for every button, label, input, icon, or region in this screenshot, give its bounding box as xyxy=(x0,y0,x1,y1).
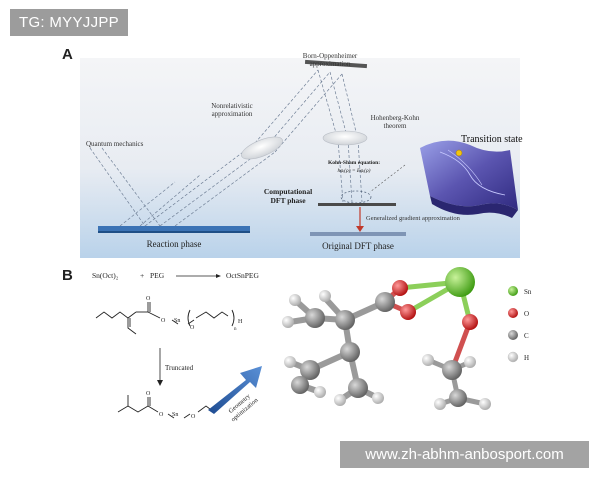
geometry-optimization-arrow xyxy=(208,366,262,414)
label-transition-state: Transition state xyxy=(461,134,523,145)
label-computational: Computational xyxy=(264,187,312,196)
label-kohn-sham: Kohn-Sham equation: xyxy=(328,160,380,166)
struct-b-o: O xyxy=(191,414,196,420)
lens-nonrelativistic xyxy=(241,136,283,160)
atom-legend: Sn O C H xyxy=(507,286,532,363)
computational-dft-plate xyxy=(318,203,396,206)
label-hohenberg-kohn-2: theorem xyxy=(384,122,407,130)
legend-swatch-h xyxy=(507,351,519,363)
struct-h: H xyxy=(238,319,243,325)
label-truncated: Truncated xyxy=(165,364,194,372)
transition-state-surface xyxy=(420,140,518,218)
label-gga: Generalized gradient approximation xyxy=(366,215,461,222)
atom-c xyxy=(291,376,309,394)
panel-b-letter: B xyxy=(62,267,73,284)
truncated-arrow-head xyxy=(157,380,163,386)
label-kohn-sham-eq: hφᵢ(ρ) = Eφᵢ(ρ) xyxy=(337,167,370,174)
molecule-atoms xyxy=(282,267,491,410)
mirror-born-oppenheimer xyxy=(304,59,368,69)
reaction-phase-plate xyxy=(98,226,250,232)
atom-h xyxy=(464,356,476,368)
atom-h xyxy=(434,398,446,410)
atom-h xyxy=(314,386,326,398)
atom-h xyxy=(282,316,294,328)
eq-plus: + xyxy=(140,271,144,280)
struct-b-o-ester: O xyxy=(159,412,164,418)
original-dft-plate xyxy=(310,232,406,236)
label-born-oppenheimer: Born-Oppenheimer xyxy=(303,52,358,60)
eq-reactant2: PEG xyxy=(150,271,165,280)
label-quantum-mechanics: Quantum mechanics xyxy=(86,140,144,148)
legend-label-h: H xyxy=(524,354,529,362)
struct-o-carbonyl: O xyxy=(146,296,151,302)
label-born-oppenheimer-2: approximation xyxy=(310,60,351,68)
atom-h xyxy=(479,398,491,410)
atom-h xyxy=(422,354,434,366)
legend-label-c: C xyxy=(524,332,529,340)
label-hohenberg-kohn: Hohenberg-Kohn xyxy=(371,114,420,122)
atom-c xyxy=(340,342,360,362)
atom-c xyxy=(348,378,368,398)
panel-a-letter: A xyxy=(62,46,73,63)
atom-c xyxy=(300,360,320,380)
light-rays xyxy=(89,69,363,227)
struct-sn: Sn xyxy=(174,318,180,324)
lens-hohenberg-kohn xyxy=(322,130,368,146)
octsnpeg-structure xyxy=(95,302,235,335)
atom-c xyxy=(449,389,467,407)
struct-b-sn: Sn xyxy=(172,412,178,418)
atom-h xyxy=(372,392,384,404)
legend-swatch-c xyxy=(508,330,518,340)
truncated-structure xyxy=(117,395,215,419)
pointer-line xyxy=(369,164,406,193)
struct-o-peg: O xyxy=(190,325,195,331)
legend-label-o: O xyxy=(524,310,529,318)
eq-reactant1: Sn(Oct)₂ xyxy=(92,271,119,280)
atom-o xyxy=(462,314,478,330)
watermark-banner: www.zh-abhm-anbosport.com xyxy=(340,441,589,468)
tag-badge: TG: MYYJJPP xyxy=(10,9,128,36)
label-dft-phase: DFT phase xyxy=(270,196,306,205)
legend-swatch-o xyxy=(508,308,518,318)
atom-c xyxy=(442,360,462,380)
atom-c xyxy=(335,310,355,330)
atom-h xyxy=(319,290,331,302)
struct-n: n xyxy=(234,327,237,332)
label-reaction-phase: Reaction phase xyxy=(147,239,202,249)
eq-product: OctSnPEG xyxy=(226,271,260,280)
atom-h xyxy=(334,394,346,406)
atom-o xyxy=(400,304,416,320)
molecule-polar-bonds xyxy=(382,279,488,407)
label-nonrelativistic: Nonrelativistic xyxy=(211,102,253,110)
transition-state-point xyxy=(455,149,463,157)
legend-label-sn: Sn xyxy=(524,288,532,296)
eq-arrow-head xyxy=(216,274,221,278)
atom-c xyxy=(375,292,395,312)
atom-h xyxy=(289,294,301,306)
atom-c xyxy=(305,308,325,328)
label-original-dft: Original DFT phase xyxy=(322,241,394,251)
struct-o-ester: O xyxy=(161,318,166,324)
atom-o xyxy=(392,280,408,296)
gga-arrow-head xyxy=(356,226,364,232)
label-nonrelativistic-2: approximation xyxy=(212,110,253,118)
legend-swatch-sn xyxy=(508,286,518,296)
reaction-phase-plate-edge xyxy=(98,231,250,233)
struct-b-o-carbonyl: O xyxy=(146,391,151,397)
atom-h xyxy=(284,356,296,368)
atom-sn xyxy=(445,267,475,297)
